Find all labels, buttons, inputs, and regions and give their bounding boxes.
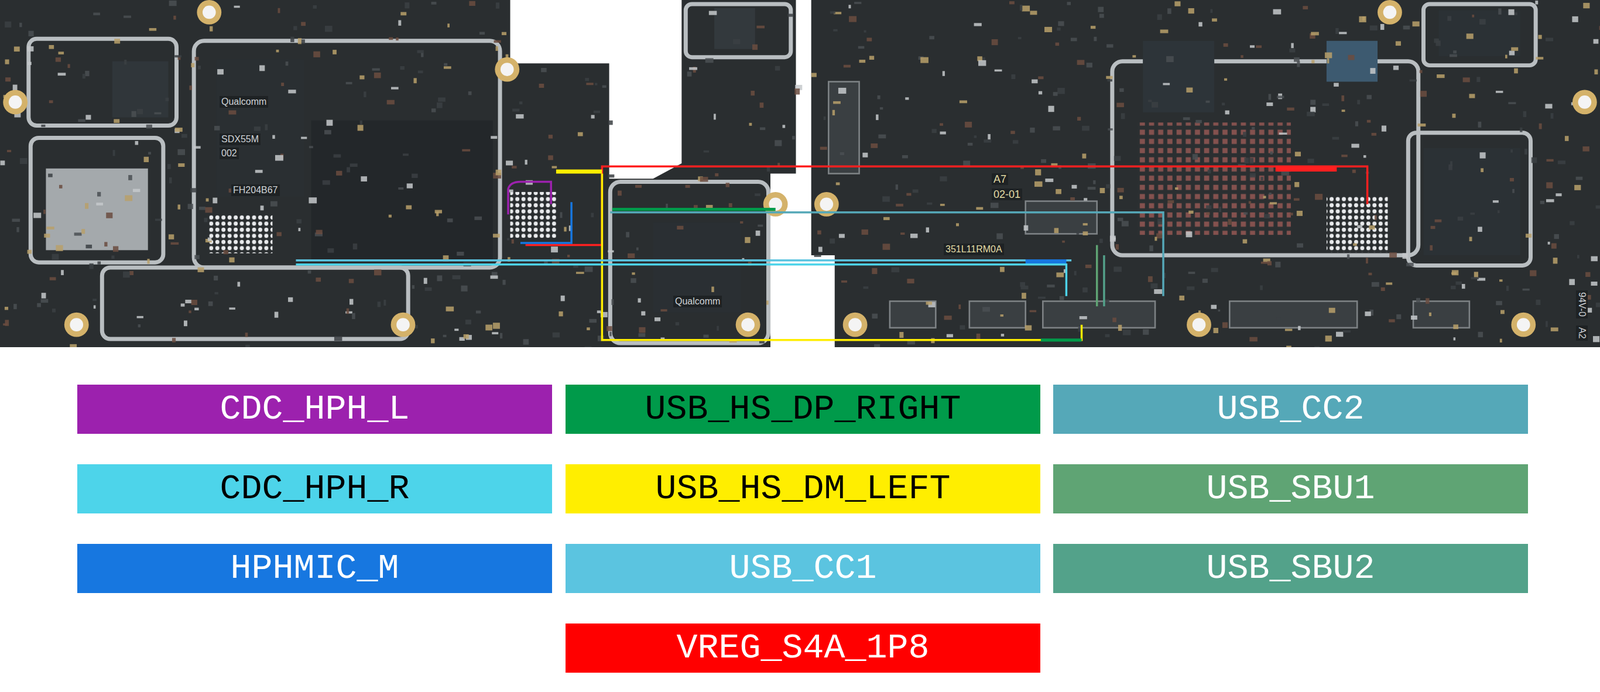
legend-label: USB_SBU1: [1206, 464, 1375, 514]
pcb-board: [811, 0, 1600, 348]
legend-swatch: CDC_HPH_R: [77, 464, 553, 514]
legend-swatch: USB_CC2: [1053, 384, 1528, 434]
pcb-illustration: [0, 0, 1600, 348]
silkscreen-text: Qualcomm: [673, 295, 722, 308]
board-outline: [0, 0, 1600, 348]
legend-label: USB_SBU2: [1206, 543, 1375, 594]
silkscreen-text: A2: [1575, 325, 1588, 341]
shield-frame: [28, 4, 1536, 344]
legend-label: USB_CC2: [1216, 384, 1365, 434]
silkscreen-text: Qualcomm: [219, 96, 269, 108]
legend-swatch: USB_SBU2: [1053, 543, 1528, 594]
legend-label: VREG_S4A_1P8: [676, 623, 930, 673]
chip: [45, 8, 1521, 313]
legend-swatch: USB_HS_DM_LEFT: [565, 464, 1041, 514]
signal-trace: [295, 166, 1367, 341]
silkscreen-text: 94V-0: [1575, 290, 1588, 319]
legend-label: CDC_HPH_L: [219, 384, 410, 434]
legend-swatch: VREG_S4A_1P8: [565, 623, 1041, 673]
silkscreen-text: A7: [991, 173, 1009, 185]
smd-component: [0, 0, 1600, 348]
silkscreen-text: FH204B67: [231, 184, 280, 197]
silkscreen-text: SDX55M: [219, 133, 261, 146]
silkscreen-text: 351L11RM0A: [943, 243, 1005, 256]
legend-swatch: USB_CC1: [565, 543, 1041, 594]
mounting-hole: [2, 0, 1598, 338]
legend-label: USB_HS_DP_RIGHT: [644, 384, 961, 434]
legend-swatch: HPHMIC_M: [77, 543, 553, 594]
legend-label: CDC_HPH_R: [219, 464, 410, 514]
silkscreen-text: 02-01: [991, 188, 1023, 201]
legend-swatch: USB_SBU1: [1053, 464, 1528, 514]
legend-label: HPHMIC_M: [230, 543, 399, 594]
connector-footprint: [828, 81, 1470, 328]
legend-label: USB_CC1: [728, 543, 877, 594]
legend-label: USB_HS_DM_LEFT: [655, 464, 951, 514]
legend-swatch: CDC_HPH_L: [77, 384, 553, 434]
legend-swatch: USB_HS_DP_RIGHT: [565, 384, 1041, 434]
silkscreen-text: 002: [219, 147, 239, 160]
pcb-board: [0, 0, 797, 348]
